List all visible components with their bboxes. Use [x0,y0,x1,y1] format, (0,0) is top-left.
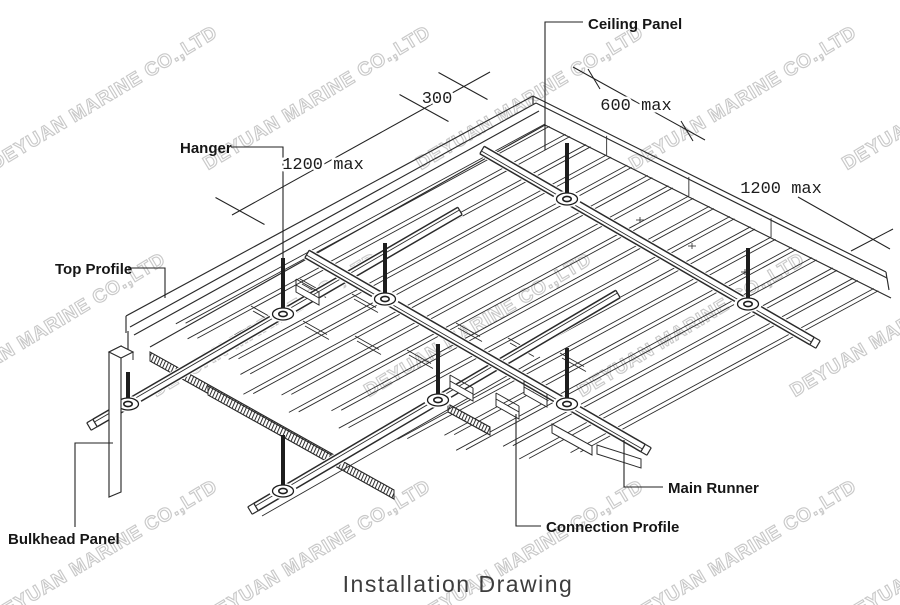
top-profile-label: Top Profile [55,261,132,278]
dim-300-text: 300 [422,90,453,109]
dim-line-300-1200 [231,71,491,216]
connection-profile-leader [515,414,541,527]
main-runner-label: Main Runner [668,480,759,497]
top-profile-leader [128,267,166,298]
dimension-lines [215,66,894,252]
watermark-text: DEYUAN MARINE CO.,LTD [787,249,900,402]
dim-tick [587,68,601,90]
hanger-leader [231,146,284,262]
dim-tick [438,72,488,100]
hanger-label: Hanger [180,140,232,157]
bulkhead-panel-leader [74,442,113,527]
dim-tick [850,228,894,252]
ceiling-panel-label: Ceiling Panel [588,16,682,33]
bulkhead-panel-label: Bulkhead Panel [8,531,120,548]
drawing-geometry [86,95,892,517]
leader-lines [74,21,663,527]
dim-1200-right-text: 1200 max [740,180,822,199]
dim-tick [680,120,694,142]
watermark-text: DEYUAN MARINE CO.,LTD [200,22,435,175]
drawing-title: Installation Drawing [343,571,574,597]
dim-tick [215,197,265,225]
main-runner-leader [623,440,663,488]
dim-tick [399,94,449,122]
dim-line-600 [572,66,706,141]
connection-profile-label: Connection Profile [546,519,679,536]
ceiling-panel-leader [544,21,583,150]
dim-1200-left-text: 1200 max [282,156,364,175]
dim-600-text: 600 max [600,97,671,116]
dim-line-1200-right [797,196,891,250]
text-layer: Ceiling Panel Hanger Top Profile Bulkhea… [8,16,824,597]
